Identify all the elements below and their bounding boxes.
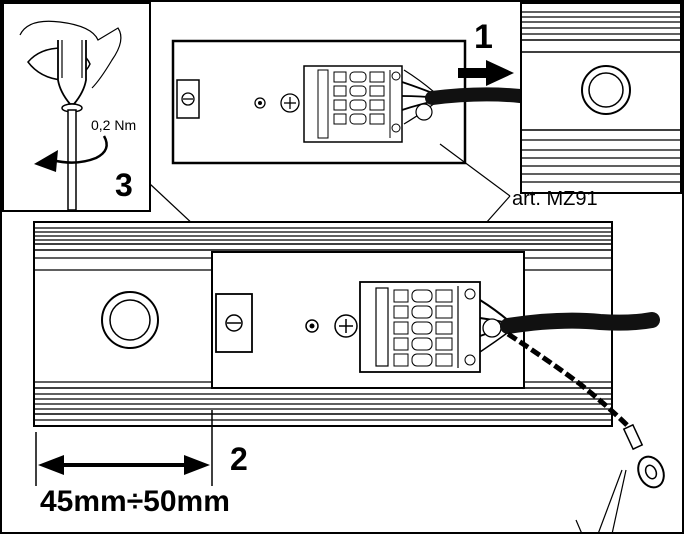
- terminal-box-detail: [171, 39, 587, 165]
- dimension-label: 45mm÷50mm: [40, 485, 230, 518]
- rotation-arrow-icon: [34, 135, 108, 172]
- cable-main: [500, 312, 660, 334]
- step-1-label: 1: [474, 18, 493, 56]
- push-arrow-icon: [458, 60, 514, 86]
- screwdriver-icon: [57, 40, 87, 211]
- earth-wire: [506, 331, 634, 432]
- article-label: art. MZ91: [512, 188, 598, 210]
- hand-outline: [19, 20, 122, 89]
- step-2-label: 2: [230, 441, 248, 477]
- dimension-arrow: [35, 410, 213, 486]
- step-3-label: 3: [115, 167, 133, 203]
- profile-end-cap: [520, 2, 682, 194]
- main-profile: [33, 221, 665, 489]
- screwdriver-inset: [2, 2, 151, 212]
- ring-terminal-icon: [622, 423, 665, 489]
- torque-label: 0,2 Nm: [91, 117, 137, 133]
